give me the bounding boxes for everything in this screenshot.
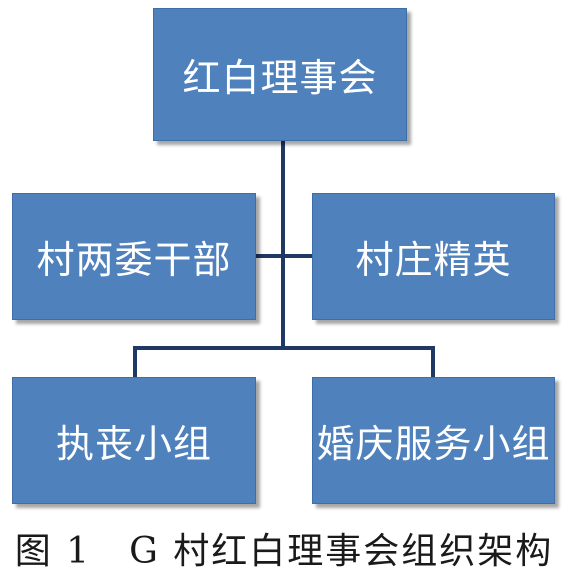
node-label: 村庄精英 xyxy=(355,238,512,282)
node-label: 执丧小组 xyxy=(55,422,212,466)
node-village-elites: 村庄精英 xyxy=(312,193,555,320)
node-label: 红白理事会 xyxy=(182,56,378,100)
node-label: 村两委干部 xyxy=(36,238,232,282)
node-wedding-service-group: 婚庆服务小组 xyxy=(312,377,555,504)
node-label: 婚庆服务小组 xyxy=(316,422,551,466)
node-village-committee-cadres: 村两委干部 xyxy=(12,193,256,320)
figure-caption: 图 1 G 村红白理事会组织架构 xyxy=(14,531,554,572)
node-funeral-group: 执丧小组 xyxy=(12,377,256,504)
node-red-white-council: 红白理事会 xyxy=(153,8,407,141)
